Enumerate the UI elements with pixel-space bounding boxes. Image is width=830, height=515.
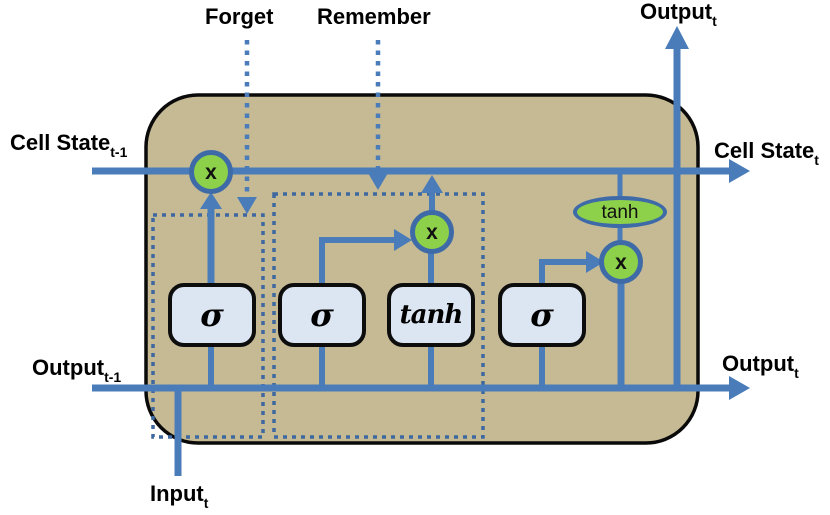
cell-state-prev-label: Cell Statet-1 [10, 130, 127, 159]
output-top-label: Outputt [640, 0, 717, 28]
forget-label: Forget [205, 4, 274, 29]
input-label-sub: t [203, 495, 209, 512]
forget-gate-up-arrowhead [200, 192, 222, 209]
forget-dotted-arrowhead [237, 197, 257, 214]
input-gate-arrowhead [394, 229, 412, 251]
forget-gate-box: σ [168, 283, 256, 347]
output-gate-arrowhead [586, 251, 604, 273]
remember-multiply-arrowhead [421, 175, 443, 193]
output-prev-label: Outputt-1 [32, 355, 121, 384]
forget-multiply-node: x [189, 150, 233, 194]
cell-state-arrowhead [729, 159, 750, 183]
output-next-sub: t [794, 365, 799, 382]
output-top-label-base: Output [640, 0, 713, 24]
remember-dotted-arrowhead [368, 173, 388, 190]
input-gate-box: σ [278, 283, 366, 347]
cell-state-next-label: Cell Statet [714, 138, 819, 167]
remember-multiply-node: x [410, 210, 454, 254]
remember-label: Remember [317, 4, 431, 29]
output-gate-up-line [539, 259, 586, 283]
cell-state-next-sub: t [814, 152, 819, 169]
output-prev-base: Output [32, 355, 105, 380]
cell-state-next-base: Cell State [714, 138, 815, 163]
cell-state-prev-base: Cell State [10, 130, 111, 155]
output-tanh-node: tanh [573, 196, 667, 228]
candidate-gate-box: tanh [387, 283, 475, 347]
output-top-label-sub: t [712, 13, 717, 30]
input-label: Inputt [150, 481, 208, 510]
output-gate-box: σ [498, 283, 586, 347]
output-multiply-node: x [599, 240, 643, 284]
cell-state-prev-sub: t-1 [110, 144, 128, 161]
cell-body [144, 93, 700, 445]
output-prev-sub: t-1 [104, 369, 122, 386]
input-gate-up-line [319, 237, 394, 283]
output-top-arrowhead [665, 26, 689, 49]
input-label-base: Input [150, 481, 204, 506]
output-arrowhead [729, 376, 750, 400]
output-next-base: Output [722, 351, 795, 376]
output-next-label: Outputt [722, 351, 799, 380]
